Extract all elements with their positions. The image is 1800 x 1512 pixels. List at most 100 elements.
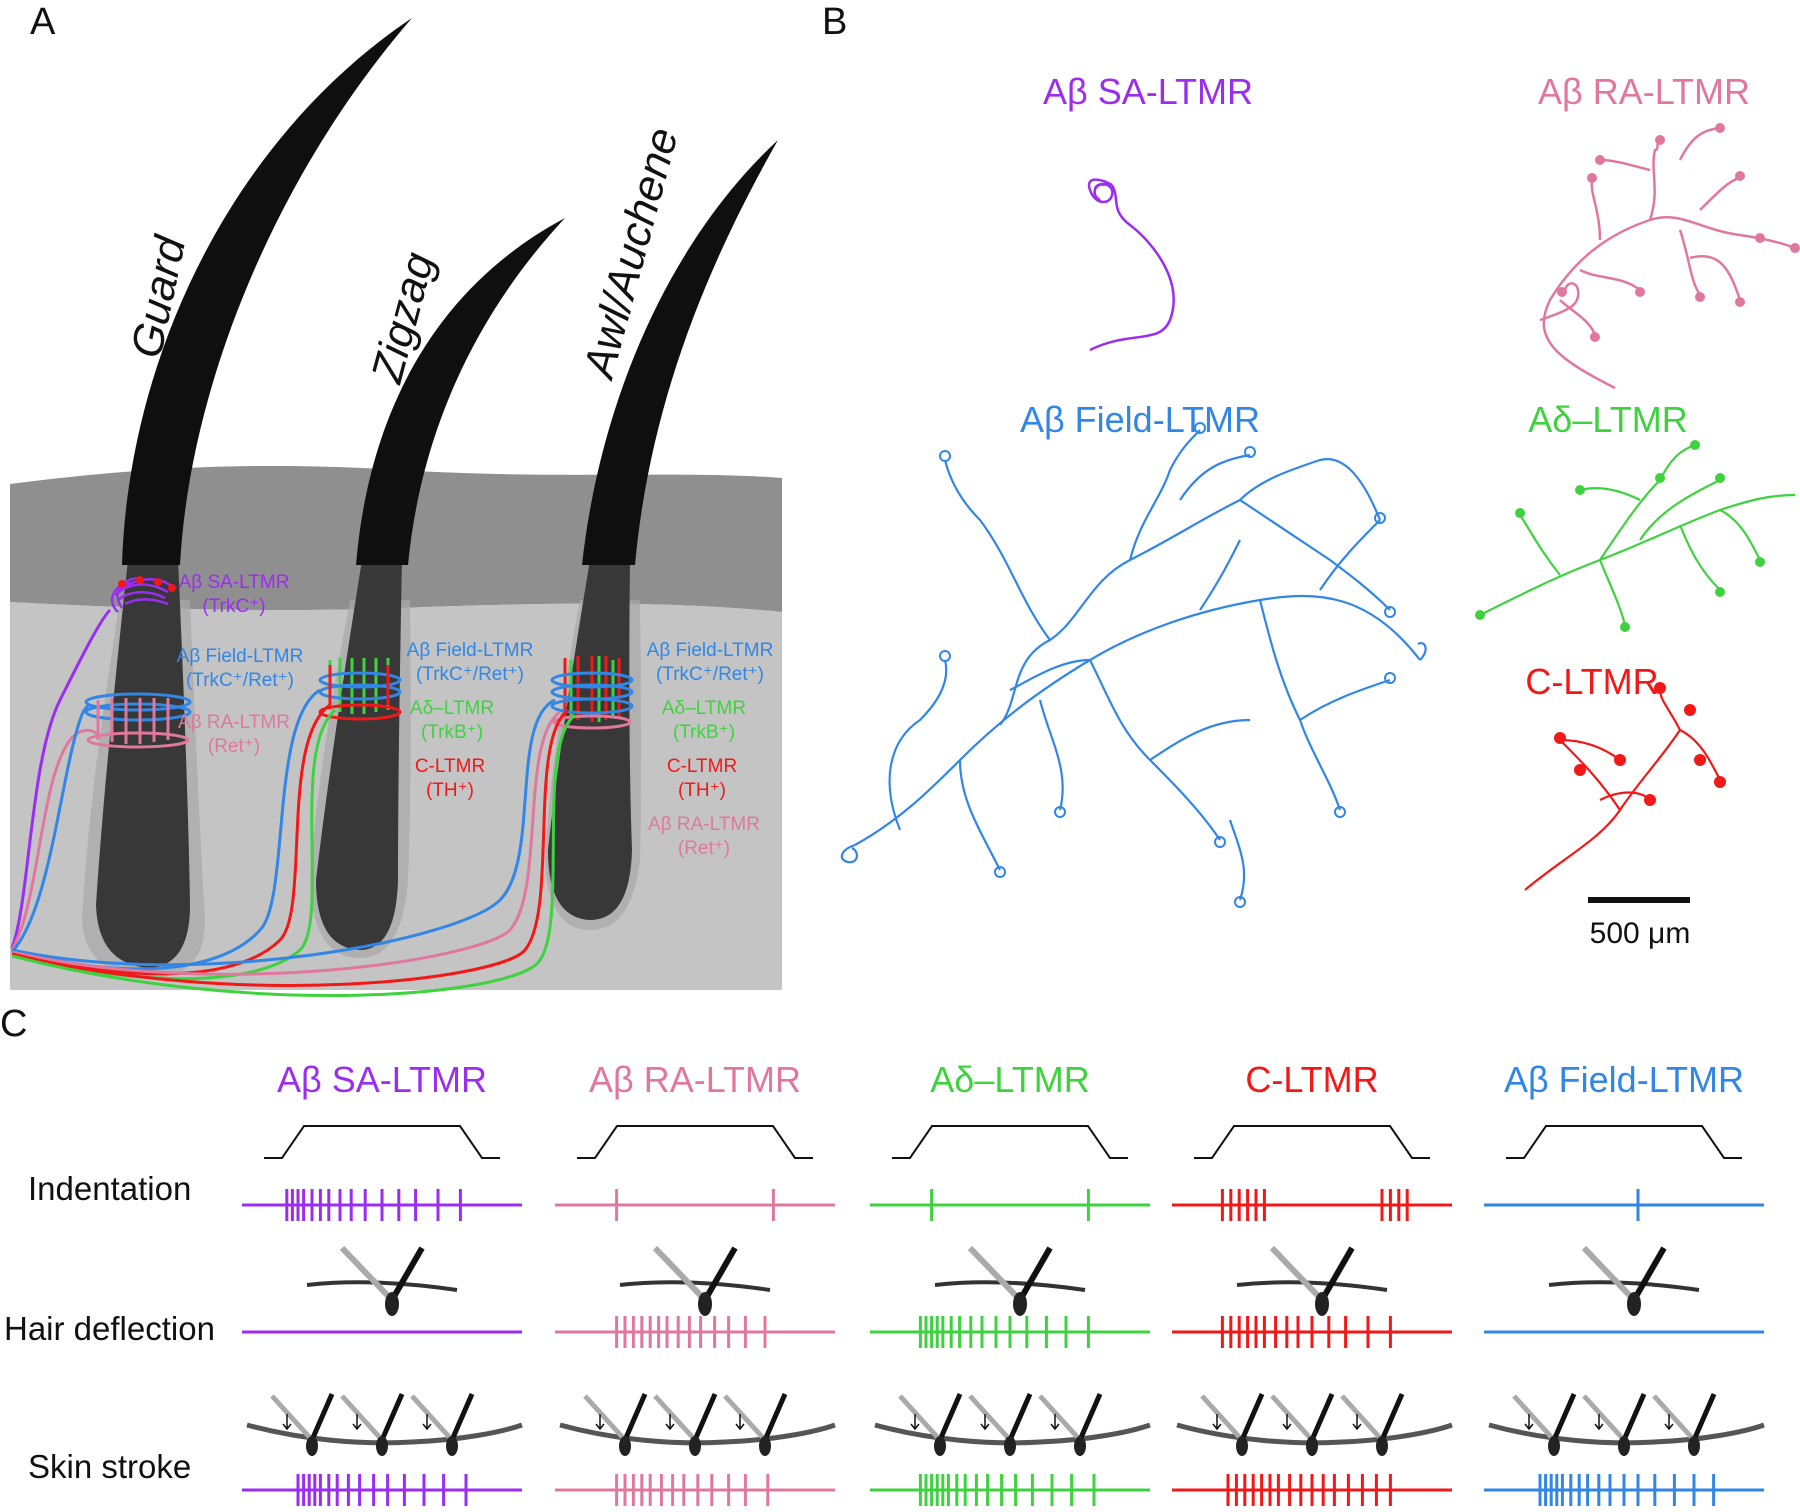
panel-b-letter: B <box>822 1 847 43</box>
hair-before <box>898 1394 942 1442</box>
pressure-arrow <box>1050 1414 1060 1431</box>
hair-after <box>1551 1393 1577 1441</box>
pressure-arrow <box>1524 1414 1534 1431</box>
hair-bulb <box>1688 1436 1700 1456</box>
hair-after <box>1017 1246 1053 1302</box>
ra-endings <box>1557 123 1800 342</box>
stimulus-trace <box>892 1125 1128 1159</box>
column-3: Aδ–LTMR <box>870 1059 1151 1506</box>
hair-bulb <box>385 1292 399 1316</box>
hair-deflection-spike-train <box>1172 1316 1452 1348</box>
guard-sa-name: Aβ SA-LTMR <box>179 572 290 593</box>
pressure-arrow <box>980 1414 990 1431</box>
column-5: Aβ Field-LTMR <box>1484 1059 1765 1506</box>
hair-before <box>270 1394 314 1442</box>
hair-deflection-icon <box>1548 1245 1700 1316</box>
guard-merkel-cells <box>118 576 176 592</box>
column-1: Aβ SA-LTMR <box>242 1059 523 1506</box>
hair-before <box>410 1394 454 1442</box>
sa-arbor <box>1087 178 1175 352</box>
hair-bulb <box>1315 1292 1329 1316</box>
pressure-arrow <box>282 1414 292 1431</box>
hair-after <box>762 1393 788 1441</box>
skin-stroke-spike-train <box>555 1474 835 1506</box>
b-field-title: Aβ Field-LTMR <box>1020 399 1260 440</box>
zigzag-c-name: C-LTMR <box>415 756 485 777</box>
hair-after <box>389 1246 425 1302</box>
hair-deflection-spike-train <box>555 1316 835 1348</box>
pressure-arrow <box>735 1414 745 1431</box>
hair-before <box>1200 1394 1244 1442</box>
column-title: Aβ Field-LTMR <box>1504 1059 1744 1100</box>
awl-endings <box>550 656 634 730</box>
scale-bar-label: 500 μm <box>1590 917 1691 950</box>
guard-field-marker: (TrkC⁺/Ret⁺) <box>186 670 294 691</box>
pressure-arrow <box>910 1414 920 1431</box>
column-2: Aβ RA-LTMR <box>555 1059 836 1506</box>
c-arbor <box>1524 689 1721 891</box>
hair-before <box>1652 1394 1696 1442</box>
row-label-skin-stroke: Skin stroke <box>28 1448 191 1485</box>
hair-after <box>937 1393 963 1441</box>
pressure-arrow <box>1664 1414 1674 1431</box>
column-title: Aβ RA-LTMR <box>589 1059 801 1100</box>
stimulus-trace <box>577 1125 813 1159</box>
zigzag-field-name: Aβ Field-LTMR <box>407 640 534 661</box>
hair-bulb <box>1306 1436 1318 1456</box>
guard-field-rings <box>84 692 192 722</box>
ra-arbor <box>1539 126 1796 390</box>
hair-deflection-icon <box>306 1245 458 1316</box>
hair-after <box>622 1393 648 1441</box>
hair-before <box>968 1394 1012 1442</box>
field-curls <box>939 422 1396 908</box>
awl-c-name: C-LTMR <box>667 756 737 777</box>
hair-before <box>1269 1245 1325 1303</box>
zigzag-labels: Aβ Field-LTMR (TrkC⁺/Ret⁺) Aδ–LTMR (TrkB… <box>407 640 534 801</box>
field-arbor <box>840 429 1427 901</box>
column-title: Aδ–LTMR <box>930 1059 1089 1100</box>
panel-c-response-properties: C Indentation Hair deflection Skin strok… <box>0 1003 1765 1506</box>
zigzag-c-marker: (TH⁺) <box>426 780 474 801</box>
guard-sa-endings <box>110 576 171 613</box>
indentation-spike-train <box>242 1189 522 1221</box>
skin-stroke-icon <box>874 1393 1151 1456</box>
skin-surface <box>1488 1422 1765 1446</box>
b-c-title: C-LTMR <box>1525 661 1658 702</box>
awl-hair-shaft <box>582 140 778 565</box>
hair-after <box>1631 1246 1667 1302</box>
pressure-arrow <box>665 1414 675 1431</box>
panel-a-hair-follicle-diagram: A Guard Zigzag Awl/Auchene <box>10 1 782 998</box>
hair-deflection-icon <box>1236 1245 1388 1316</box>
awl-field-name: Aβ Field-LTMR <box>647 640 774 661</box>
hair-after <box>1621 1393 1647 1441</box>
skin-stroke-icon <box>1176 1393 1453 1456</box>
hair-bulb <box>1376 1436 1388 1456</box>
awl-c-marker: (TH⁺) <box>678 780 726 801</box>
pressure-arrow <box>352 1414 362 1431</box>
hair-before <box>340 1394 384 1442</box>
b-delta-title: Aδ–LTMR <box>1528 399 1687 440</box>
pressure-arrow <box>422 1414 432 1431</box>
guard-ra-marker: (Ret⁺) <box>208 736 260 757</box>
hair-bulb <box>1004 1436 1016 1456</box>
hair-deflection-icon <box>934 1245 1086 1316</box>
row-label-hair-deflection: Hair deflection <box>4 1310 215 1347</box>
hair-deflection-spike-train <box>870 1316 1150 1348</box>
hair-bulb <box>1013 1292 1027 1316</box>
b-sa-title: Aβ SA-LTMR <box>1043 71 1253 112</box>
hair-bulb <box>306 1436 318 1456</box>
pressure-arrow <box>1282 1414 1292 1431</box>
column-title: Aβ SA-LTMR <box>277 1059 487 1100</box>
hair-after <box>309 1393 335 1441</box>
hair-before <box>723 1394 767 1442</box>
hair-before <box>967 1245 1023 1303</box>
skin-surface <box>1176 1422 1453 1446</box>
hair-before <box>1512 1394 1556 1442</box>
skin-stroke-spike-train <box>242 1474 522 1506</box>
skin-surface <box>246 1422 523 1446</box>
column-4: C-LTMR <box>1172 1059 1453 1506</box>
pressure-arrow <box>1352 1414 1362 1431</box>
hair-after <box>1077 1393 1103 1441</box>
hair-bulb <box>1627 1292 1641 1316</box>
